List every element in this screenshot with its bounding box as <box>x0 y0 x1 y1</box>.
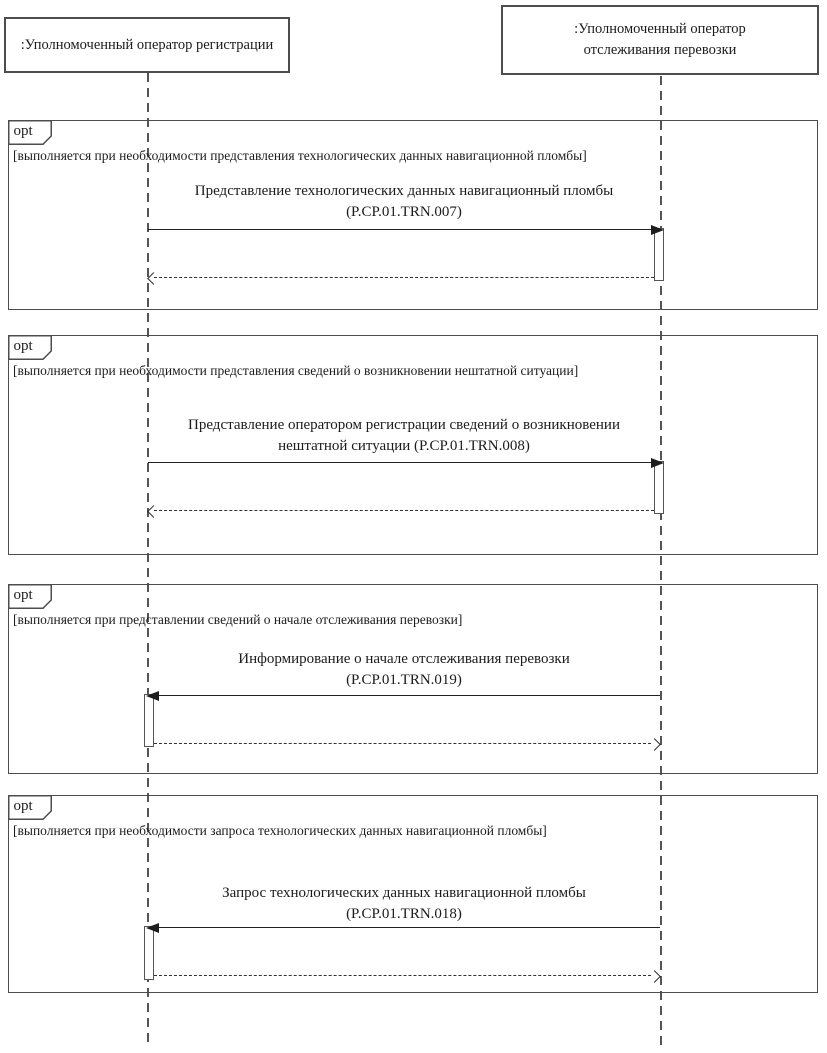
guard-condition: [выполняется при представлении сведений … <box>13 612 463 627</box>
fragment-operator-tab: opt <box>7 334 52 360</box>
pentagon-icon <box>7 334 52 360</box>
message-line: (P.CP.01.TRN.019) <box>346 672 462 688</box>
guard-condition: [выполняется при необходимости запроса т… <box>13 823 547 838</box>
message-line: Представление оператором регистрации све… <box>188 417 620 433</box>
call-arrowhead-icon <box>651 458 664 468</box>
activation-bar <box>144 694 154 747</box>
guard-condition: [выполняется при необходимости представл… <box>13 148 587 163</box>
pentagon-icon <box>7 794 52 820</box>
message-line: Информирование о начале отслеживания пер… <box>238 651 570 667</box>
actor-label: :Уполномоченный оператор <box>574 21 746 37</box>
activation-bar <box>654 461 664 514</box>
call-arrow-line-4 <box>159 927 660 928</box>
pentagon-icon <box>7 583 52 609</box>
opt-fragment-2: opt [выполняется при необходимости предс… <box>7 334 818 555</box>
opt-fragment-4: opt [выполняется при необходимости запро… <box>7 794 818 993</box>
message-line: (P.CP.01.TRN.018) <box>346 906 462 922</box>
actor-label: отслеживания перевозки <box>583 42 737 58</box>
actor-label: :Уполномоченный оператор регистрации <box>20 36 274 53</box>
reply-arrow-line-1 <box>154 277 654 278</box>
message-line: Представление технологических данных нав… <box>194 183 614 199</box>
call-arrowhead-icon <box>651 225 664 235</box>
fragment-operator-label: opt <box>13 797 33 814</box>
activation-bar <box>144 926 154 980</box>
message-label-3: Информирование о начале отслеживания пер… <box>148 649 660 691</box>
reply-arrow-line-4 <box>154 975 651 976</box>
opt-fragment-3: opt [выполняется при представлении сведе… <box>7 583 818 774</box>
guard-condition: [выполняется при необходимости представл… <box>13 363 579 378</box>
fragment-operator-tab: opt <box>7 583 52 609</box>
message-label-1: Представление технологических данных нав… <box>148 181 660 223</box>
call-arrow-line-1 <box>148 229 651 230</box>
fragment-operator-tab: opt <box>7 794 52 820</box>
opt-fragment-1: opt [выполняется при необходимости предс… <box>7 119 818 310</box>
fragment-operator-tab: opt <box>7 119 52 145</box>
call-arrow-line-3 <box>159 695 660 696</box>
actor-registration-operator: :Уполномоченный оператор регистрации <box>4 17 290 73</box>
message-line: (P.CP.01.TRN.007) <box>346 204 462 220</box>
message-line: Запрос технологических данных навигацион… <box>222 885 586 901</box>
message-line: нештатной ситуации (P.CP.01.TRN.008) <box>278 438 530 454</box>
call-arrow-line-2 <box>148 462 651 463</box>
call-arrowhead-icon <box>146 691 159 701</box>
actor-tracking-operator: :Уполномоченный оператор отслеживания пе… <box>501 5 819 75</box>
lifeline-registration-operator <box>147 73 149 1048</box>
activation-bar <box>654 228 664 281</box>
fragment-operator-label: opt <box>13 337 33 354</box>
lifeline-tracking-operator <box>660 76 662 1048</box>
call-arrowhead-icon <box>146 923 159 933</box>
reply-arrow-line-2 <box>154 510 654 511</box>
pentagon-icon <box>7 119 52 145</box>
fragment-operator-label: opt <box>13 122 33 139</box>
fragment-operator-label: opt <box>13 586 33 603</box>
reply-arrow-line-3 <box>154 743 651 744</box>
message-label-4: Запрос технологических данных навигацион… <box>148 883 660 925</box>
message-label-2: Представление оператором регистрации све… <box>148 415 660 457</box>
